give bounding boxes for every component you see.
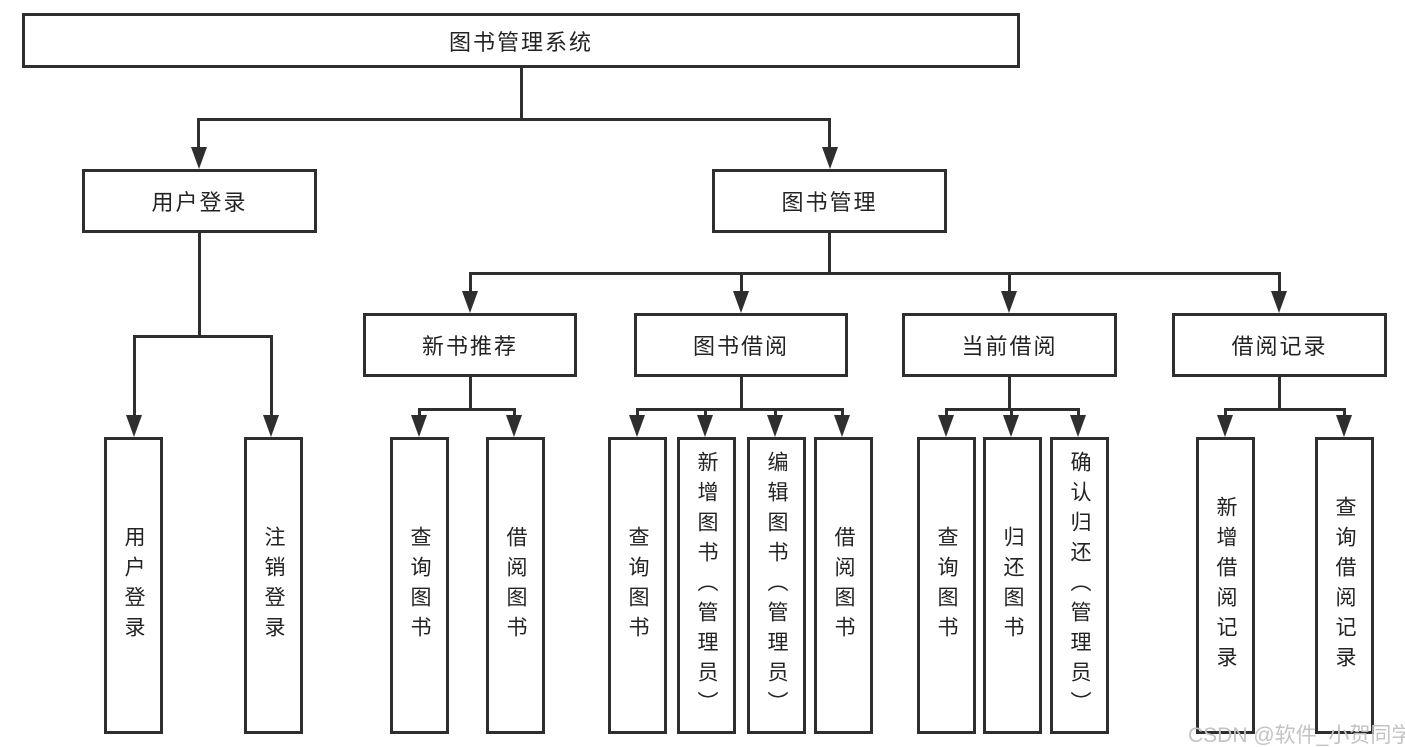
arrowhead-records	[1271, 291, 1287, 313]
connector-user-login-stem	[198, 233, 201, 335]
leaf-query-books-recommend-label: 查询图书	[408, 525, 431, 646]
connector-book-mgmt-drop	[828, 118, 831, 147]
node-book-borrowing-label: 图书借阅	[692, 334, 789, 359]
connector-borrowing-hbar	[636, 408, 844, 411]
arrowhead-recommend	[462, 291, 478, 313]
node-user-login: 用户登录	[82, 169, 317, 233]
node-new-book-recommend-label: 新书推荐	[421, 334, 518, 359]
leaf-return-book: 归还图书	[983, 437, 1042, 734]
connector-bor-leaf2-drop	[704, 408, 707, 415]
connector-leaf-logout-drop	[270, 335, 273, 415]
node-book-management-label: 图书管理	[781, 190, 878, 215]
leaf-user-login: 用户登录	[104, 437, 163, 734]
connector-borrowing-drop	[740, 272, 743, 291]
connector-recommend-hbar	[418, 408, 516, 411]
connector-user-login-hbar	[133, 335, 273, 338]
leaf-logout: 注销登录	[244, 437, 303, 734]
node-borrowing-records: 借阅记录	[1172, 313, 1387, 377]
connector-book-mgmt-stem	[828, 233, 831, 272]
node-root: 图书管理系统	[22, 13, 1020, 68]
connector-recd-leaf1-drop	[1224, 408, 1227, 415]
arrowhead-recd-leaf2	[1336, 415, 1352, 437]
connector-cur-leaf3-drop	[1077, 408, 1080, 415]
arrowhead-rec-leaf2	[506, 415, 522, 437]
leaf-query-borrow-record: 查询借阅记录	[1315, 437, 1374, 734]
leaf-query-books-borrowing-label: 查询图书	[626, 525, 649, 646]
connector-cur-leaf2-drop	[1010, 408, 1013, 415]
connector-bor-leaf3-drop	[774, 408, 777, 415]
arrowhead-leaf-login	[126, 415, 142, 437]
connector-cur-leaf1-drop	[945, 408, 948, 415]
leaf-logout-label: 注销登录	[262, 525, 285, 646]
arrowhead-bor-leaf2	[697, 415, 713, 437]
node-new-book-recommend: 新书推荐	[363, 313, 577, 377]
leaf-add-borrow-record: 新增借阅记录	[1196, 437, 1255, 734]
connector-records-hbar	[1224, 408, 1345, 411]
connector-rec-leaf2-drop	[513, 408, 516, 415]
connector-recommend-stem	[469, 377, 472, 408]
leaf-edit-book-admin: 编辑图书（管理员）	[747, 437, 806, 734]
leaf-edit-book-admin-label: 编辑图书（管理员）	[765, 450, 788, 721]
connector-current-stem	[1008, 377, 1011, 408]
connector-recd-leaf2-drop	[1343, 408, 1346, 415]
node-book-management: 图书管理	[712, 169, 947, 233]
node-book-borrowing: 图书借阅	[634, 313, 848, 377]
leaf-borrow-books-recommend: 借阅图书	[486, 437, 545, 734]
connector-borrowing-stem	[740, 377, 743, 408]
node-user-login-label: 用户登录	[151, 190, 248, 215]
leaf-borrow-books-label: 借阅图书	[832, 525, 855, 646]
connector-book-mgmt-hbar	[469, 272, 1281, 275]
node-root-label: 图书管理系统	[448, 29, 593, 55]
arrowhead-cur-leaf1	[938, 415, 954, 437]
node-borrowing-records-label: 借阅记录	[1231, 334, 1328, 359]
arrowhead-bor-leaf4	[834, 415, 850, 437]
leaf-query-books-current: 查询图书	[917, 437, 976, 734]
leaf-query-books-recommend: 查询图书	[390, 437, 449, 734]
leaf-confirm-return-admin: 确认归还（管理员）	[1050, 437, 1109, 734]
arrowhead-recd-leaf1	[1217, 415, 1233, 437]
leaf-return-book-label: 归还图书	[1001, 525, 1024, 646]
connector-rec-leaf1-drop	[418, 408, 421, 415]
leaf-user-login-label: 用户登录	[122, 525, 145, 646]
arrowhead-leaf-logout	[263, 415, 279, 437]
connector-user-login-drop	[197, 118, 200, 147]
arrowhead-current	[1001, 291, 1017, 313]
connector-recommend-drop	[469, 272, 472, 291]
leaf-add-book-admin: 新增图书（管理员）	[677, 437, 736, 734]
leaf-query-books-current-label: 查询图书	[935, 525, 958, 646]
connector-records-stem	[1278, 377, 1281, 408]
connector-root-stem	[520, 68, 523, 118]
leaf-borrow-books-recommend-label: 借阅图书	[504, 525, 527, 646]
connector-current-drop	[1008, 272, 1011, 291]
arrowhead-cur-leaf3	[1070, 415, 1086, 437]
arrowhead-bor-leaf3	[767, 415, 783, 437]
arrowhead-cur-leaf2	[1003, 415, 1019, 437]
arrowhead-rec-leaf1	[411, 415, 427, 437]
connector-leaf-login-drop	[133, 335, 136, 415]
arrowhead-book-mgmt	[822, 147, 838, 169]
leaf-confirm-return-admin-label: 确认归还（管理员）	[1068, 450, 1091, 721]
connector-root-hbar	[197, 118, 831, 121]
leaf-query-borrow-record-label: 查询借阅记录	[1333, 495, 1356, 676]
arrowhead-bor-leaf1	[629, 415, 645, 437]
leaf-query-books-borrowing: 查询图书	[608, 437, 667, 734]
node-current-borrowing: 当前借阅	[902, 313, 1117, 377]
leaf-add-book-admin-label: 新增图书（管理员）	[695, 450, 718, 721]
leaf-add-borrow-record-label: 新增借阅记录	[1214, 495, 1237, 676]
csdn-watermark: CSDN @软件_小贺同学	[1188, 724, 1405, 747]
connector-records-drop	[1278, 272, 1281, 291]
node-current-borrowing-label: 当前借阅	[961, 334, 1058, 359]
connector-bor-leaf1-drop	[636, 408, 639, 415]
arrowhead-user-login	[191, 147, 207, 169]
arrowhead-borrowing	[733, 291, 749, 313]
leaf-borrow-books: 借阅图书	[814, 437, 873, 734]
connector-bor-leaf4-drop	[841, 408, 844, 415]
